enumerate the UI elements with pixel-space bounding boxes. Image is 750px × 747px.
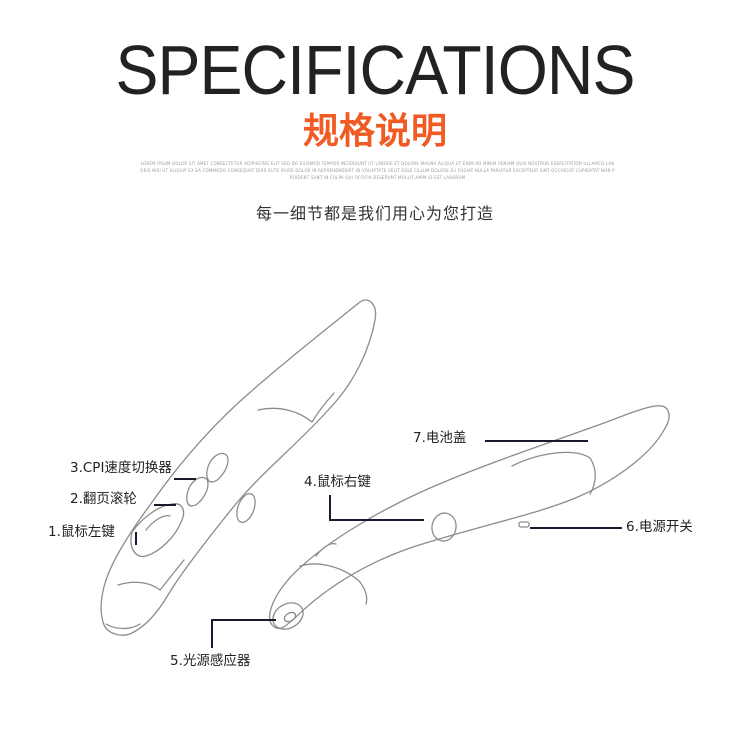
left-pen-side-button-icon bbox=[236, 492, 256, 524]
callout-power-switch: 6.电源开关 bbox=[626, 519, 693, 535]
scroll-wheel-icon bbox=[186, 476, 209, 507]
page-subtitle: 规格说明 bbox=[302, 111, 447, 152]
left-pen-lower-seam bbox=[117, 559, 185, 591]
right-pen-body bbox=[268, 405, 670, 630]
right-pen-mid-seam bbox=[299, 563, 368, 605]
right-pen-battery-seam bbox=[511, 451, 596, 495]
right-pen-front-ring bbox=[272, 602, 304, 630]
light-sensor-icon bbox=[283, 611, 297, 623]
callout-left-button: 1.鼠标左键 bbox=[48, 524, 115, 540]
callout-cpi-switch: 3.CPI速度切换器 bbox=[70, 460, 172, 476]
cpi-switch-icon bbox=[206, 452, 229, 483]
power-switch-icon bbox=[518, 521, 530, 528]
left-pen-tip-band bbox=[105, 623, 141, 630]
page-title: SPECIFICATIONS bbox=[115, 31, 635, 109]
left-button-inner-icon bbox=[145, 514, 171, 531]
right-pen-side-tab bbox=[315, 542, 337, 557]
callout-light-sensor: 5.光源感应器 bbox=[170, 653, 251, 669]
tagline: 每一细节都是我们用心为您打造 bbox=[255, 204, 494, 223]
right-button-icon bbox=[431, 512, 457, 542]
callout-scroll-wheel: 2.翻页滚轮 bbox=[70, 491, 137, 507]
callout-right-button: 4.鼠标右键 bbox=[304, 474, 371, 490]
left-pen-shell-line bbox=[257, 392, 335, 423]
left-button-icon bbox=[130, 503, 185, 558]
decorative-fine-print: LOREM IPSUM DOLOR SIT AMET CONSECTETUR A… bbox=[140, 161, 615, 180]
callout-battery-cover: 7.电池盖 bbox=[413, 430, 467, 446]
left-pen-body bbox=[100, 299, 377, 636]
